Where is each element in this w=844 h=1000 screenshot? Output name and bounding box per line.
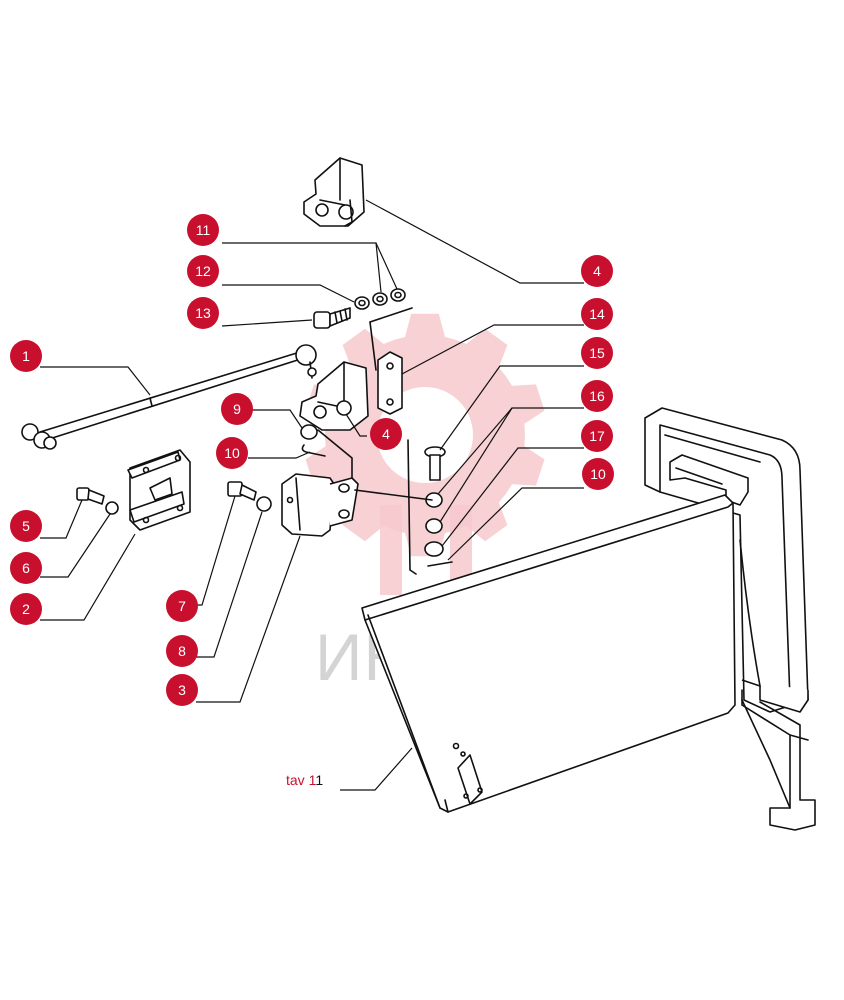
svg-text:7: 7 [178,598,186,614]
svg-text:12: 12 [195,263,211,279]
clip-pin-10a [301,444,326,457]
callout-17[interactable]: 17 [581,420,613,452]
callout-7[interactable]: 7 [166,590,198,622]
exploded-line-c [407,439,417,575]
svg-text:17: 17 [589,428,605,444]
svg-text:tav 11: tav 11 [286,772,323,788]
callout-1[interactable]: 1 [10,340,42,372]
nut-6 [105,501,119,515]
svg-text:13: 13 [195,305,211,321]
callout-2[interactable]: 2 [10,593,42,625]
lower-hinge [299,361,369,431]
svg-text:4: 4 [382,426,390,442]
hinge-bracket [281,473,359,537]
callout-14[interactable]: 14 [581,298,613,330]
svg-text:9: 9 [233,401,241,417]
exploded-line-b [369,321,377,371]
svg-text:3: 3 [178,682,186,698]
callout-11[interactable]: 11 [187,214,219,246]
bolt-7 [227,481,257,501]
callout-12[interactable]: 12 [187,255,219,287]
svg-text:4: 4 [593,263,601,279]
svg-text:6: 6 [22,560,30,576]
machine-housing [644,407,816,831]
bolt-5 [76,487,105,505]
callout-5[interactable]: 5 [10,510,42,542]
callout-10-right[interactable]: 10 [582,458,614,490]
washers-upper [354,288,406,310]
callout-15[interactable]: 15 [581,337,613,369]
svg-text:15: 15 [589,345,605,361]
mounting-plate [127,449,191,531]
callout-4-lower[interactable]: 4 [370,418,402,450]
svg-text:11: 11 [196,222,211,238]
gas-strut-rod [21,344,317,450]
svg-text:10: 10 [590,466,606,482]
svg-text:5: 5 [22,518,30,534]
svg-text:2: 2 [22,601,30,617]
link-plate [377,351,403,415]
washer-9 [300,424,318,440]
hinge-linkage [317,429,353,479]
leader-lines [40,199,584,791]
callout-10-left[interactable]: 10 [216,437,248,469]
exploded-line-d [354,489,433,501]
callout-3[interactable]: 3 [166,674,198,706]
callout-8[interactable]: 8 [166,635,198,667]
exploded-line-a [369,307,413,323]
callout-13[interactable]: 13 [187,297,219,329]
nut-16 [425,518,443,534]
callout-9[interactable]: 9 [221,393,253,425]
upper-hinge [303,157,365,227]
callout-4-upper[interactable]: 4 [581,255,613,287]
svg-text:16: 16 [589,388,605,404]
svg-text:10: 10 [224,445,240,461]
nut-8 [256,496,272,512]
nut-17 [424,541,444,557]
reference-label-suffix: 1 [315,772,323,788]
screw-13 [313,307,351,329]
callout-6[interactable]: 6 [10,552,42,584]
svg-text:1: 1 [22,348,30,364]
watermark-gear-icon [305,313,545,595]
cover-panel [361,494,736,813]
svg-text:8: 8 [178,643,186,659]
clip-pin-10b [427,561,453,567]
svg-text:14: 14 [589,306,605,322]
callout-16[interactable]: 16 [581,380,613,412]
reference-label-prefix: tav 1 [286,772,317,788]
